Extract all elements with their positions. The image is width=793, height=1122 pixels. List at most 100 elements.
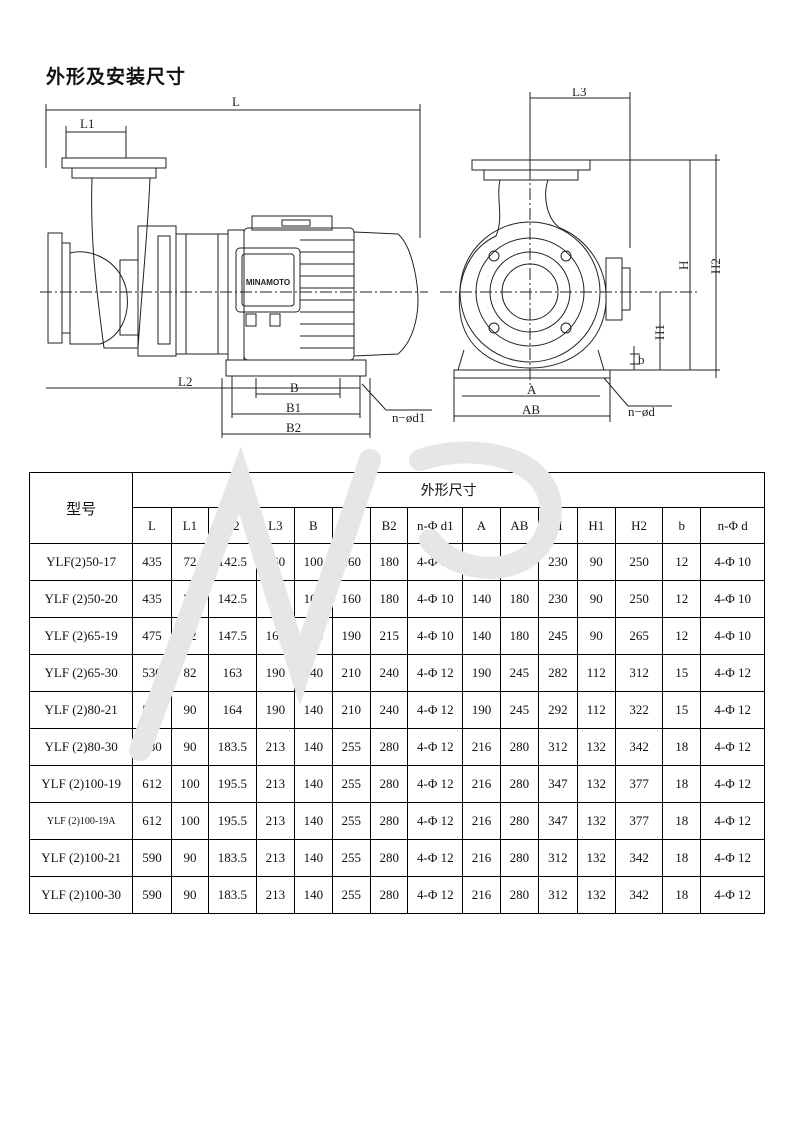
dimension-cell: 100 bbox=[170, 765, 210, 803]
column-header: L2 bbox=[208, 507, 257, 544]
dimension-cell: 265 bbox=[614, 617, 664, 655]
dimension-cell: 240 bbox=[369, 691, 409, 729]
dimension-cell: 255 bbox=[331, 839, 372, 877]
dimension-cell: 112 bbox=[576, 691, 616, 729]
dimension-cell: 195.5 bbox=[208, 765, 257, 803]
dimension-cell: 312 bbox=[614, 654, 664, 692]
model-cell: YLF (2)80-21 bbox=[28, 691, 134, 729]
dimension-cell: 132 bbox=[576, 728, 616, 766]
dimension-cell: 4-Φ 10 bbox=[700, 580, 765, 618]
dimension-cell: 255 bbox=[331, 728, 372, 766]
dimension-cell: 140 bbox=[294, 839, 333, 877]
dimension-cell: 18 bbox=[662, 765, 702, 803]
dimension-cell: 612 bbox=[132, 765, 172, 803]
dimension-cell: 4-Φ 12 bbox=[407, 691, 464, 729]
column-header: n-Φ d1 bbox=[407, 507, 464, 544]
dimension-cell: 210 bbox=[331, 691, 372, 729]
dimension-cell: 140 bbox=[294, 802, 333, 840]
dimension-cell: 183.5 bbox=[208, 876, 257, 914]
dimension-cell: 280 bbox=[499, 728, 540, 766]
page-title: 外形及安装尺寸 bbox=[46, 66, 187, 88]
dimension-cell: 12 bbox=[662, 617, 702, 655]
dimension-cell: 280 bbox=[369, 802, 409, 840]
dimension-cell: 280 bbox=[499, 802, 540, 840]
dimension-cell: 15 bbox=[662, 691, 702, 729]
dimension-cell: 140 bbox=[294, 654, 333, 692]
dimension-cell: 140 bbox=[462, 617, 501, 655]
column-header: L bbox=[132, 507, 172, 544]
dimension-cell: 280 bbox=[369, 839, 409, 877]
dimension-cell: 4-Φ 12 bbox=[700, 876, 765, 914]
dimension-cell: 4-Φ 12 bbox=[407, 802, 464, 840]
dimension-cell: 312 bbox=[538, 728, 578, 766]
dimension-cell: 18 bbox=[662, 802, 702, 840]
dimension-cell: 4-Φ 12 bbox=[407, 876, 464, 914]
dimension-cell: 132 bbox=[576, 839, 616, 877]
dim-label-A: A bbox=[527, 382, 537, 397]
dim-label-B2: B2 bbox=[286, 420, 301, 435]
dimension-cell: 72 bbox=[170, 580, 210, 618]
dimension-cell: 112 bbox=[576, 654, 616, 692]
dimension-cell: 18 bbox=[662, 876, 702, 914]
dimension-cell: 18 bbox=[662, 728, 702, 766]
dimension-cell: 312 bbox=[538, 839, 578, 877]
dimension-cell: 347 bbox=[538, 802, 578, 840]
dimension-cell: 4-Φ 12 bbox=[407, 728, 464, 766]
dimension-cell: 4-Φ 12 bbox=[700, 839, 765, 877]
model-cell: YLF (2)80-30 bbox=[28, 728, 134, 766]
column-header: L1 bbox=[170, 507, 210, 544]
dimension-cell: 240 bbox=[369, 654, 409, 692]
dimension-cell: 590 bbox=[132, 839, 172, 877]
dimension-cell: 100 bbox=[294, 543, 333, 581]
dimension-cell: 4-Φ 10 bbox=[407, 580, 464, 618]
dimension-cell: 4-Φ 12 bbox=[407, 765, 464, 803]
dimension-cell: 280 bbox=[369, 728, 409, 766]
dimension-cell: 342 bbox=[614, 728, 664, 766]
model-cell: YLF (2)100-30 bbox=[28, 876, 134, 914]
dimension-cell: 140 bbox=[294, 765, 333, 803]
dimension-cell: 90 bbox=[170, 876, 210, 914]
dimension-cell: 4-Φ 12 bbox=[700, 728, 765, 766]
column-header: H2 bbox=[614, 507, 664, 544]
model-cell: YLF (2)50-20 bbox=[28, 580, 134, 618]
dimension-cell: 322 bbox=[614, 691, 664, 729]
model-cell: YLF (2)65-19 bbox=[28, 617, 134, 655]
model-cell: YLF(2)50-17 bbox=[28, 543, 134, 581]
dimension-cell: 4-Φ 12 bbox=[700, 691, 765, 729]
dimension-cell: 132 bbox=[576, 765, 616, 803]
dimension-cell: 282 bbox=[538, 654, 578, 692]
dimension-cell: 245 bbox=[499, 654, 540, 692]
dimension-cell: 140 bbox=[462, 580, 501, 618]
dimension-cell: 163 bbox=[208, 654, 257, 692]
dimension-cell: 125 bbox=[294, 617, 333, 655]
dimension-cell: 82 bbox=[170, 654, 210, 692]
dim-label-AB: AB bbox=[522, 402, 540, 417]
dimension-cell: 183.5 bbox=[208, 728, 257, 766]
dimension-cell: 216 bbox=[462, 876, 501, 914]
column-header: B bbox=[294, 507, 333, 544]
dimension-cell: 142.5 bbox=[208, 580, 257, 618]
dimension-cell: 140 bbox=[294, 728, 333, 766]
dimension-cell: 195.5 bbox=[208, 802, 257, 840]
dimension-cell: 160 bbox=[255, 543, 296, 581]
dimension-cell: 245 bbox=[499, 691, 540, 729]
dimension-cell: 90 bbox=[576, 543, 616, 581]
dimension-cell: 160 bbox=[255, 580, 296, 618]
dimension-cell: 90 bbox=[170, 728, 210, 766]
dimension-cell: 183.5 bbox=[208, 839, 257, 877]
column-header: b bbox=[662, 507, 702, 544]
dimension-cell: 210 bbox=[331, 654, 372, 692]
dimension-cell: 530 bbox=[132, 654, 172, 692]
dimension-cell: 475 bbox=[132, 617, 172, 655]
dimension-cell: 377 bbox=[614, 765, 664, 803]
column-header: A bbox=[462, 507, 501, 544]
dimension-cell: 213 bbox=[255, 839, 296, 877]
